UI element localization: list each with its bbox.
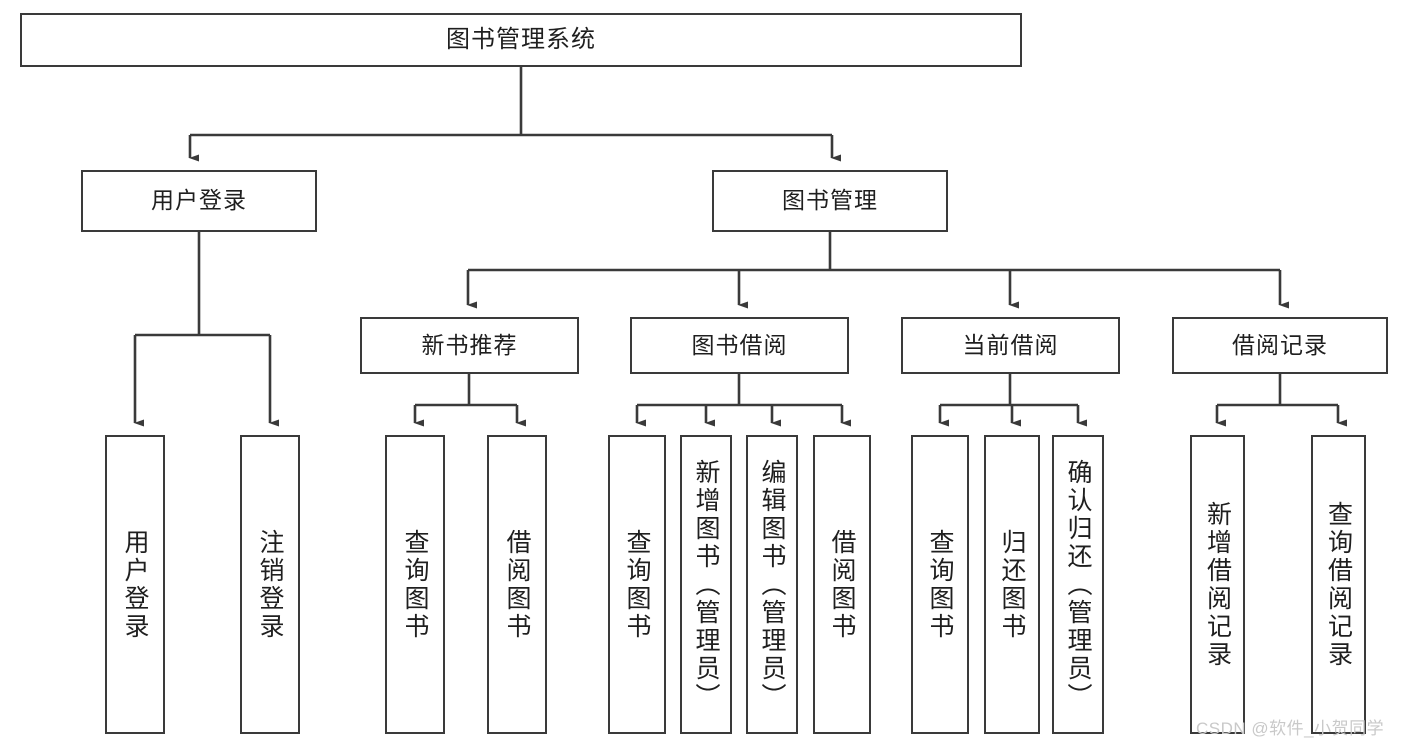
node-root-system[interactable]: 图书管理系统 bbox=[20, 13, 1022, 67]
node-label: 归还图书 bbox=[998, 528, 1026, 641]
node-label: 借阅图书 bbox=[503, 528, 531, 641]
node-label: 查询图书 bbox=[623, 528, 651, 641]
leaf-query-book-recommend[interactable]: 查询图书 bbox=[385, 435, 445, 734]
node-label: 查询图书 bbox=[926, 528, 954, 641]
leaf-add-book-admin[interactable]: 新增图书（管理员） bbox=[680, 435, 732, 734]
node-book-borrow[interactable]: 图书借阅 bbox=[630, 317, 849, 374]
node-label: 查询图书 bbox=[401, 528, 429, 641]
node-label: 用户登录 bbox=[121, 528, 149, 641]
leaf-borrow-book-recommend[interactable]: 借阅图书 bbox=[487, 435, 547, 734]
node-borrow-record[interactable]: 借阅记录 bbox=[1172, 317, 1388, 374]
leaf-query-book-borrow[interactable]: 查询图书 bbox=[608, 435, 666, 734]
node-label: 查询借阅记录 bbox=[1324, 500, 1353, 669]
node-label: 新增图书（管理员） bbox=[692, 458, 720, 711]
node-current-borrow[interactable]: 当前借阅 bbox=[901, 317, 1120, 374]
node-label: 用户登录 bbox=[151, 187, 247, 214]
node-label: 当前借阅 bbox=[962, 331, 1059, 358]
node-label: 借阅图书 bbox=[828, 528, 856, 641]
node-label: 图书管理系统 bbox=[446, 25, 596, 53]
node-book-management[interactable]: 图书管理 bbox=[712, 170, 948, 232]
node-label: 确认归还（管理员） bbox=[1064, 458, 1092, 711]
leaf-logout[interactable]: 注销登录 bbox=[240, 435, 300, 734]
node-label: 新书推荐 bbox=[421, 331, 518, 358]
leaf-query-book-current[interactable]: 查询图书 bbox=[911, 435, 969, 734]
node-new-book-recommend[interactable]: 新书推荐 bbox=[360, 317, 579, 374]
node-label: 图书借阅 bbox=[691, 331, 788, 358]
node-label: 编辑图书（管理员） bbox=[758, 458, 786, 711]
leaf-confirm-return-admin[interactable]: 确认归还（管理员） bbox=[1052, 435, 1104, 734]
node-label: 借阅记录 bbox=[1232, 331, 1328, 358]
csdn-watermark: CSDN @软件_小贺同学 bbox=[1196, 719, 1385, 738]
leaf-query-borrow-record[interactable]: 查询借阅记录 bbox=[1311, 435, 1366, 734]
leaf-add-borrow-record[interactable]: 新增借阅记录 bbox=[1190, 435, 1245, 734]
leaf-borrow-book[interactable]: 借阅图书 bbox=[813, 435, 871, 734]
node-label: 图书管理 bbox=[782, 187, 878, 214]
node-label: 注销登录 bbox=[256, 528, 284, 641]
leaf-edit-book-admin[interactable]: 编辑图书（管理员） bbox=[746, 435, 798, 734]
node-user-login[interactable]: 用户登录 bbox=[81, 170, 317, 232]
leaf-return-book[interactable]: 归还图书 bbox=[984, 435, 1040, 734]
leaf-user-login[interactable]: 用户登录 bbox=[105, 435, 165, 734]
node-label: 新增借阅记录 bbox=[1203, 500, 1232, 669]
